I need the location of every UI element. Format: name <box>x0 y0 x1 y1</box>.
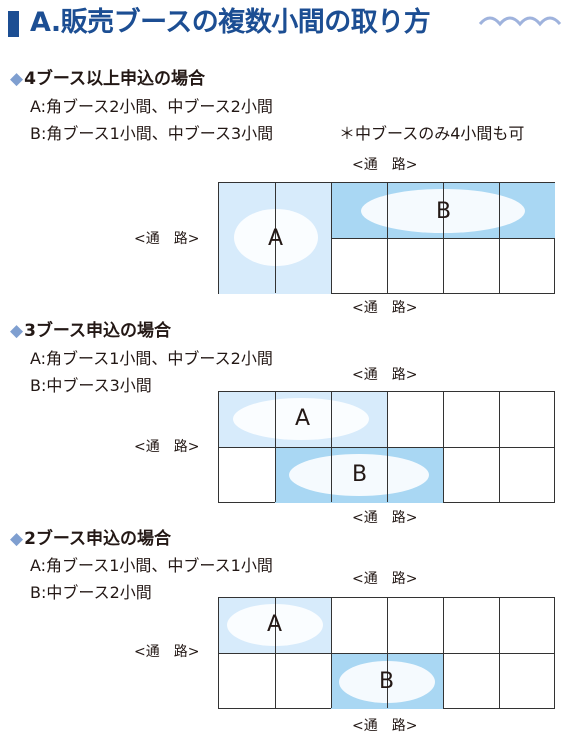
booth-a-highlight <box>233 398 369 440</box>
wave-decoration-icon <box>478 16 562 27</box>
booth-label-b: B <box>352 462 368 487</box>
booth-b-highlight <box>289 454 429 496</box>
page-header: A.販売ブースの複数小間の取り方 <box>0 0 570 50</box>
section-2-line-b: B:中ブース3小間 <box>30 376 152 395</box>
section-1-line-a: A:角ブース2小間、中ブース2小間 <box>30 97 273 116</box>
road-label-bottom: <通 路> <box>352 300 418 316</box>
section-1-note: ＊中ブースのみ4小間も可 <box>339 124 525 143</box>
section-heading-2-booths: ◆2ブース申込の場合 <box>10 529 172 549</box>
section-1-line-b: B:角ブース1小間、中ブース3小間 <box>30 124 274 143</box>
booth-a-highlight <box>234 209 318 266</box>
booth-grid-4: A B <box>218 182 555 294</box>
page-title: A.販売ブースの複数小間の取り方 <box>30 7 431 38</box>
booth-label-a: A <box>267 612 283 637</box>
road-label-bottom: <通 路> <box>352 510 418 526</box>
booth-grid-2: A B <box>218 597 555 709</box>
road-label-left: <通 路> <box>134 231 200 247</box>
road-label-left: <通 路> <box>134 439 200 455</box>
diamond-bullet-icon: ◆ <box>10 69 24 89</box>
road-label-top: <通 路> <box>352 367 418 383</box>
road-label-left: <通 路> <box>134 644 200 660</box>
diamond-bullet-icon: ◆ <box>10 321 24 341</box>
booth-label-b: B <box>436 199 452 224</box>
booth-label-a: A <box>295 406 311 431</box>
section-3-line-a: A:角ブース1小間、中ブース1小間 <box>30 556 273 575</box>
booth-grid-3: A B <box>218 391 555 503</box>
title-bar-marker <box>8 11 19 37</box>
section-3-line-b: B:中ブース2小間 <box>30 583 152 602</box>
section-heading-3-booths: ◆3ブース申込の場合 <box>10 321 172 341</box>
booth-label-b: B <box>379 669 395 694</box>
road-label-top: <通 路> <box>352 157 418 173</box>
section-2-line-a: A:角ブース1小間、中ブース2小間 <box>30 349 273 368</box>
road-label-bottom: <通 路> <box>352 718 418 734</box>
section-heading-4-booths: ◆4ブース以上申込の場合 <box>10 69 206 89</box>
booth-label-a: A <box>268 226 284 251</box>
road-label-top: <通 路> <box>352 571 418 587</box>
diamond-bullet-icon: ◆ <box>10 529 24 549</box>
